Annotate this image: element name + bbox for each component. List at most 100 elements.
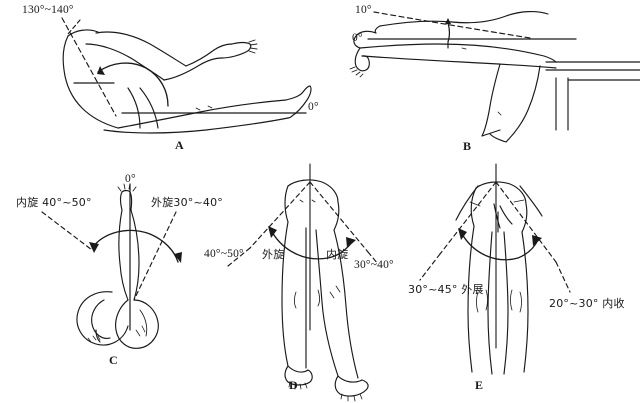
panel-e-left-leg-outer — [467, 225, 475, 373]
panel-a-leg-bottom — [103, 117, 289, 134]
panel-b-hang-knee — [481, 129, 501, 137]
panel-d-pelvis-left — [284, 185, 289, 223]
panel-c-other-limb-inner — [91, 299, 111, 339]
panel-d-internal-rotation-term: 内旋 — [326, 248, 349, 261]
panel-d-rotation-arc — [271, 231, 353, 260]
panel-e-left-leg-inner — [487, 231, 493, 375]
panel-d-knee-shading — [294, 289, 320, 309]
panel-a-thigh-bottom — [85, 43, 165, 81]
panel-a-torso-back — [62, 35, 119, 129]
panel-e-right-leg-inner — [503, 231, 509, 375]
panel-b-zero-label: 0° — [352, 32, 363, 44]
panel-a-foot-extended — [285, 85, 312, 119]
panel-e-arc-arrow-left — [458, 228, 467, 240]
panel-a-label-leader — [67, 19, 81, 35]
panel-d-internal-rotation-range-label: 30°~40° — [354, 259, 394, 271]
panel-c-arc-arrow-right — [174, 252, 182, 263]
panel-b-hang-front — [481, 63, 501, 137]
panel-c-leader-internal — [41, 211, 93, 251]
panel-d-right-toes — [340, 393, 363, 402]
panel-b-neck — [374, 25, 381, 34]
panel-c-internal-rotation-label: 内旋 40°~50° — [16, 196, 92, 209]
panel-d-arc-arrow-right — [346, 237, 356, 248]
panel-b-toes — [349, 66, 364, 78]
panel-c-drawing — [41, 183, 182, 349]
panel-a-toes-raised — [248, 39, 258, 54]
panel-b-leg-under — [361, 55, 557, 69]
panel-d-leader-right — [367, 251, 379, 265]
panel-d-right-leg-inner — [315, 229, 339, 377]
panel-d-left-toes — [288, 381, 308, 390]
panel-a-flexion-arc — [97, 62, 169, 107]
panel-a-knee-crease-1 — [127, 87, 141, 129]
panel-c-knee-crease — [139, 309, 148, 337]
panel-d-ray-right — [309, 181, 369, 253]
panel-b-front — [359, 43, 557, 63]
panel-b-hang-back — [505, 65, 541, 143]
panel-b-back — [379, 10, 549, 27]
panel-c-knee-shading — [135, 325, 146, 337]
panel-b-extension-label: 10° — [355, 4, 372, 16]
panel-c-other-toes — [87, 335, 101, 343]
panel-a-knee-crease-2 — [139, 87, 159, 129]
panel-e-drawing — [419, 163, 571, 375]
panel-c-shank-right — [130, 209, 140, 301]
panel-d-left-leg-outer — [281, 221, 289, 367]
panel-e-pelvis-right — [521, 203, 528, 233]
panel-d-arc-arrow-left — [268, 226, 277, 238]
panel-c-external-rotation-label: 外旋30°~40° — [151, 196, 224, 209]
panel-b-extension-arc — [447, 22, 451, 43]
panel-e-alt-leg-right — [519, 185, 543, 217]
panel-d-left-ankle — [287, 365, 309, 373]
panel-a-shoulder — [67, 29, 99, 37]
panel-e-left-knee — [476, 289, 488, 313]
panel-e-abduction-label: 30°~45° 外展 — [408, 283, 484, 296]
panel-c-arc-arrow-left — [89, 242, 99, 253]
panel-e-alt-marks — [469, 199, 525, 207]
panel-e-leader-adduction — [555, 261, 571, 293]
panel-d-left-foot — [284, 365, 313, 386]
panel-e-ray-abduction — [439, 181, 497, 255]
panel-a-shank-bottom — [163, 57, 223, 81]
panel-d-ray-left — [249, 181, 311, 249]
panel-d-right-ankle — [337, 375, 363, 383]
panel-letter-c: C — [109, 353, 118, 367]
panel-b-arc-arrowhead — [445, 18, 451, 24]
panel-d-pelvis-top — [287, 179, 339, 203]
panel-a-thigh-top — [95, 31, 187, 67]
panel-e-pelvis-top — [475, 181, 527, 205]
panel-e-ray-adduction — [495, 181, 557, 263]
panel-letter-d: D — [289, 378, 298, 392]
panel-a-drawing — [61, 17, 312, 134]
panel-c-other-detail — [95, 329, 101, 343]
panel-c-toes — [117, 183, 137, 192]
panel-a-shank-top — [185, 43, 233, 67]
panel-a-zero-label: 0° — [308, 101, 319, 113]
panel-b-shading — [461, 47, 467, 50]
panel-b-hang-shading — [497, 111, 502, 116]
panel-a-shading — [195, 105, 213, 111]
panel-e-arc — [461, 233, 539, 261]
panel-c-leader-external — [133, 211, 177, 301]
panel-d-pelvis-marks — [299, 199, 316, 203]
panel-d-external-rotation-term: 外旋 — [262, 248, 285, 261]
panel-e-right-knee — [510, 289, 522, 313]
panel-c-zero-label: 0° — [125, 173, 136, 185]
panel-c-knee-mass — [115, 299, 159, 349]
panel-a-arc-arrowhead — [97, 66, 105, 75]
panel-c-other-limb — [76, 291, 129, 346]
panel-letter-a: A — [175, 138, 184, 152]
panel-d-calf-shading — [329, 285, 341, 299]
panel-d-leader-left — [227, 247, 251, 267]
panel-b-ten-degree-line — [373, 11, 531, 39]
panel-b-drawing — [349, 10, 640, 143]
panel-e-adduction-label: 20°~30° 内收 — [549, 297, 625, 310]
panel-b-hang-calf — [489, 133, 507, 143]
panel-b-table-leg — [555, 77, 569, 131]
panel-d-drawing — [227, 163, 379, 402]
panel-c-foot-top — [119, 189, 133, 211]
panel-e-pelvis-inner — [493, 203, 513, 229]
panel-letter-b: B — [463, 139, 472, 153]
